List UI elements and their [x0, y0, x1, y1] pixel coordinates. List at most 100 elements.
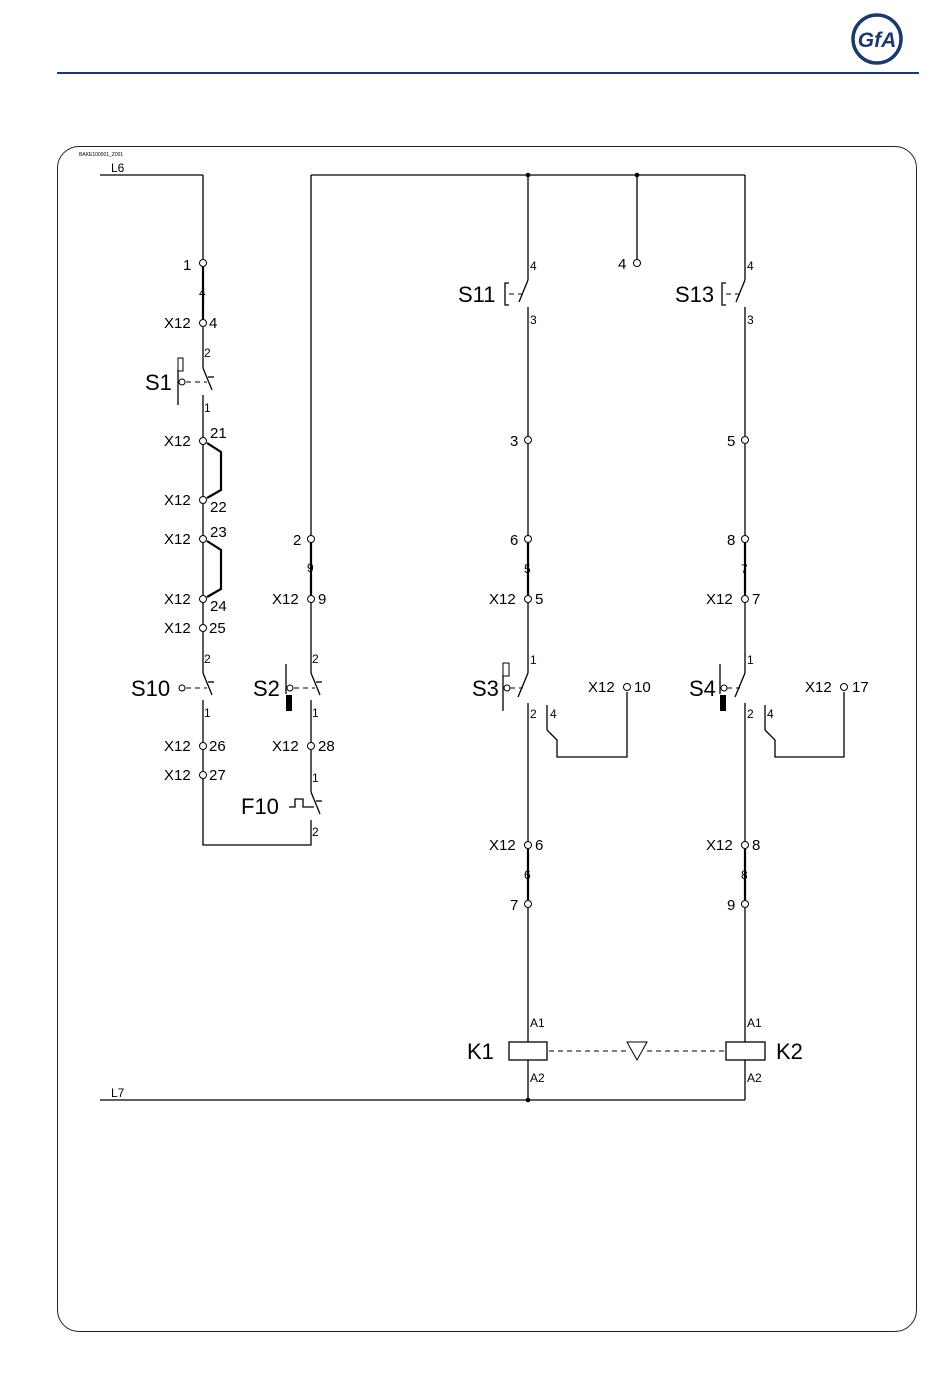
- svg-text:2: 2: [204, 652, 211, 666]
- terminal-x12-25: [200, 625, 207, 632]
- svg-text:9: 9: [318, 591, 326, 608]
- switch-s2: S2 2 1: [253, 652, 322, 742]
- svg-text:7: 7: [741, 562, 748, 576]
- label-s10: S10: [131, 676, 170, 701]
- svg-text:X12: X12: [805, 679, 832, 696]
- drawing-id: BAKE100001_Z001: [79, 152, 123, 158]
- terminal-x12-8: [742, 842, 749, 849]
- interlock-k1-k2: [549, 1042, 725, 1060]
- terminal-6: [525, 536, 532, 543]
- svg-text:X12: X12: [164, 315, 191, 332]
- svg-text:2: 2: [530, 707, 537, 721]
- jumper-23-24: [207, 541, 221, 597]
- switch-s13: S13 4 3: [675, 259, 754, 436]
- svg-text:26: 26: [209, 738, 226, 755]
- svg-text:2: 2: [293, 532, 301, 549]
- rail-label-l7: L7: [111, 1086, 125, 1100]
- rail-l6: L6: [100, 161, 745, 177]
- terminal-x12-6: [525, 842, 532, 849]
- svg-text:X12: X12: [489, 591, 516, 608]
- svg-text:4: 4: [618, 256, 626, 273]
- svg-text:X12: X12: [164, 531, 191, 548]
- label-s3: S3: [472, 676, 499, 701]
- column-d: S13 4 3 5 8 7 X12 7 S4 1 2 4 X12: [675, 175, 869, 1100]
- terminal-3: [525, 437, 532, 444]
- label-s2: S2: [253, 676, 280, 701]
- column-mid: 4: [618, 175, 641, 273]
- svg-text:A1: A1: [530, 1016, 545, 1030]
- svg-text:X12: X12: [164, 492, 191, 509]
- terminal-x12-27: [200, 772, 207, 779]
- label-s1: S1: [145, 370, 172, 395]
- svg-text:23: 23: [210, 524, 227, 541]
- svg-text:7: 7: [510, 897, 518, 914]
- terminal-1: [200, 260, 207, 267]
- svg-text:X12: X12: [272, 591, 299, 608]
- terminal-9: [742, 901, 749, 908]
- limit-switch-s3: S3 1 2 4 X12 10: [472, 653, 651, 841]
- svg-text:3: 3: [510, 433, 518, 450]
- svg-text:1: 1: [747, 653, 754, 667]
- switch-s1: S1 2 1: [145, 346, 214, 437]
- svg-text:2: 2: [204, 346, 211, 360]
- svg-text:1: 1: [312, 771, 319, 785]
- svg-text:9: 9: [307, 561, 314, 575]
- terminal-x12-7: [742, 596, 749, 603]
- switch-s10: S10 2 1: [131, 652, 214, 742]
- svg-text:X12: X12: [272, 738, 299, 755]
- svg-text:X12: X12: [164, 433, 191, 450]
- svg-text:8: 8: [752, 837, 760, 854]
- terminal-7: [525, 901, 532, 908]
- svg-text:X12: X12: [588, 679, 615, 696]
- label-s4: S4: [689, 676, 716, 701]
- terminal-x12-10: [624, 684, 631, 691]
- terminal-x12-28: [308, 743, 315, 750]
- svg-text:6: 6: [524, 868, 531, 882]
- svg-text:6: 6: [535, 837, 543, 854]
- svg-text:5: 5: [727, 433, 735, 450]
- svg-text:X12: X12: [164, 767, 191, 784]
- svg-text:8: 8: [727, 532, 735, 549]
- terminal-x12-9: [308, 596, 315, 603]
- label-k2: K2: [776, 1039, 803, 1064]
- terminal-x12-17: [841, 684, 848, 691]
- svg-text:X12: X12: [706, 837, 733, 854]
- terminal-x12-26: [200, 743, 207, 750]
- svg-text:25: 25: [209, 620, 226, 637]
- svg-text:X12: X12: [706, 591, 733, 608]
- terminal-x12-23: [200, 536, 207, 543]
- svg-text:4: 4: [209, 315, 217, 332]
- svg-text:28: 28: [318, 738, 335, 755]
- svg-text:X12: X12: [164, 620, 191, 637]
- column-c: S11 4 3 3 6 5 X12 5 S3 1 2 4 X12: [458, 175, 651, 1100]
- column-b: 2 9 X12 9 S2 2 1 X12 28 F10 1: [241, 175, 335, 839]
- svg-text:2: 2: [312, 652, 319, 666]
- svg-text:2: 2: [312, 825, 319, 839]
- svg-text:8: 8: [741, 868, 748, 882]
- svg-text:27: 27: [209, 767, 226, 784]
- terminal-x12-21: [200, 438, 207, 445]
- svg-text:4: 4: [550, 707, 557, 721]
- svg-text:9: 9: [727, 897, 735, 914]
- limit-switch-s4: S4 1 2 4 X12 17: [689, 653, 869, 841]
- contactor-k1: A1 A2 K1: [467, 1016, 547, 1085]
- terminal-8: [742, 536, 749, 543]
- svg-text:4: 4: [767, 707, 774, 721]
- label-s11: S11: [458, 282, 496, 307]
- svg-text:3: 3: [747, 313, 754, 327]
- svg-text:1: 1: [312, 706, 319, 720]
- svg-text:A2: A2: [530, 1071, 545, 1085]
- jumper-21-22: [207, 443, 221, 498]
- svg-text:22: 22: [210, 499, 227, 516]
- svg-text:1: 1: [530, 653, 537, 667]
- terminal-2: [308, 536, 315, 543]
- label-k1: K1: [467, 1039, 494, 1064]
- terminal-x12-22: [200, 497, 207, 504]
- svg-text:21: 21: [210, 425, 227, 442]
- label-s13: S13: [675, 282, 714, 307]
- svg-text:24: 24: [210, 598, 227, 615]
- rail-label-l6: L6: [111, 161, 125, 175]
- svg-text:X12: X12: [164, 738, 191, 755]
- terminal-x12-24: [200, 596, 207, 603]
